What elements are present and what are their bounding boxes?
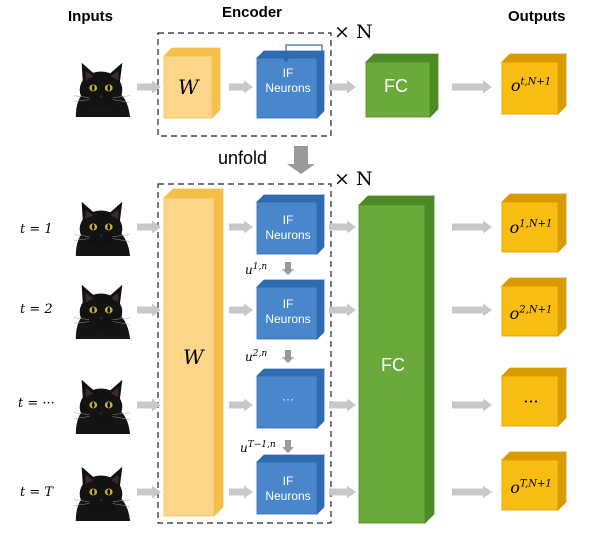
fc-label-unfolded: FC — [381, 355, 405, 375]
cat-input-image — [70, 372, 132, 434]
arrow-icon — [137, 303, 161, 317]
neurons-label: Neurons — [265, 81, 311, 95]
output-superscript: 2,N+1 — [519, 304, 553, 316]
membrane-superscript: 2,n — [252, 349, 268, 359]
arrow-icon — [137, 80, 161, 94]
fc-block-unfolded — [358, 195, 435, 524]
neurons-label: Neurons — [265, 489, 311, 503]
membrane-superscript: T−1,n — [247, 440, 276, 450]
arrow-icon — [229, 303, 253, 317]
if-neuron-block-top — [256, 50, 325, 119]
neurons-label: Neurons — [265, 228, 311, 242]
if-neurons-label: IF Neurons — [258, 297, 318, 327]
output-block — [501, 193, 567, 253]
neuron-ellipsis-label: ··· — [258, 392, 318, 407]
membrane-symbol: u — [245, 263, 253, 277]
weight-label-top: W — [178, 75, 199, 99]
fc-label-top: FC — [384, 76, 408, 96]
membrane-down-arrow-icon — [282, 440, 294, 453]
arrow-icon — [229, 220, 253, 234]
arrow-icon — [137, 485, 161, 499]
fc-block-top — [365, 53, 439, 118]
arrow-icon — [137, 220, 161, 234]
arrow-icon — [452, 303, 492, 317]
if-neurons-label: IF Neurons — [258, 213, 318, 243]
time-label: t = T — [20, 485, 54, 500]
if-label: IF — [282, 213, 294, 227]
repeat-label-bottom: × N — [334, 168, 373, 190]
if-neuron-block — [256, 454, 325, 515]
membrane-superscript: 1,n — [252, 262, 268, 272]
neurons-label: Neurons — [265, 312, 311, 326]
if-label: IF — [282, 66, 294, 80]
cat-input-image — [70, 459, 132, 521]
membrane-down-arrow-icon — [282, 262, 294, 275]
arrow-icon — [229, 398, 253, 412]
membrane-label: u2,n — [245, 349, 267, 364]
if-neurons-label: IF Neurons — [258, 474, 318, 504]
time-label: t = 2 — [20, 302, 53, 317]
output-superscript: T,N+1 — [519, 478, 552, 490]
encoder-header: Encoder — [222, 4, 283, 21]
membrane-symbol: u — [245, 350, 253, 364]
output-symbol: o — [510, 478, 520, 497]
recurrent-loop-line — [285, 44, 323, 62]
arrow-icon — [329, 398, 356, 412]
arrow-icon — [137, 398, 161, 412]
if-label: IF — [282, 474, 294, 488]
cat-input-image-top — [70, 55, 132, 117]
arrow-icon — [329, 220, 356, 234]
if-label: IF — [282, 297, 294, 311]
weight-block-unfolded — [163, 188, 224, 517]
output-ellipsis-label: ··· — [502, 392, 560, 411]
arrow-icon — [229, 80, 253, 94]
repeat-label-top: × N — [334, 21, 373, 43]
ellipsis-label: ··· — [282, 392, 294, 406]
output-superscript: 1,N+1 — [519, 218, 553, 230]
neuron-block-ellipsis — [256, 368, 325, 429]
output-block — [501, 451, 567, 511]
arrow-icon — [229, 485, 253, 499]
recurrent-loop-arrowhead — [283, 58, 289, 63]
output-block — [501, 277, 567, 337]
arrow-icon — [452, 398, 492, 412]
unfold-label: unfold — [218, 148, 268, 168]
output-label: oT,N+1 — [502, 478, 560, 497]
output-superscript: t,N+1 — [520, 76, 552, 88]
output-block-top — [501, 53, 567, 115]
weight-block-top — [163, 47, 221, 119]
membrane-label: u1,n — [245, 262, 267, 277]
cat-input-image — [70, 194, 132, 256]
encoder-dashed-frame-unfolded — [157, 183, 332, 524]
output-symbol: o — [509, 218, 520, 237]
membrane-symbol: u — [240, 441, 248, 455]
arrow-icon — [452, 485, 492, 499]
output-block-ellipsis — [501, 367, 567, 427]
output-symbol: ··· — [523, 392, 539, 411]
weight-label-bottom: W — [183, 345, 204, 369]
arrow-icon — [329, 485, 356, 499]
time-label: t = ··· — [18, 396, 55, 411]
arrow-icon — [452, 220, 492, 234]
if-neuron-block — [256, 194, 325, 255]
arrow-icon — [329, 303, 356, 317]
output-label-top: ot,N+1 — [502, 76, 560, 95]
outputs-header: Outputs — [508, 8, 566, 25]
unfold-arrow-icon — [287, 146, 315, 174]
output-symbol: o — [509, 304, 520, 323]
if-neuron-block — [256, 279, 325, 340]
membrane-label: uT−1,n — [240, 440, 276, 455]
arrow-icon — [452, 80, 492, 94]
cat-input-image — [70, 277, 132, 339]
if-neurons-label-top: IF Neurons — [258, 66, 318, 96]
output-label: o2,N+1 — [502, 304, 560, 323]
membrane-down-arrow-icon — [282, 350, 294, 363]
output-label: o1,N+1 — [502, 218, 560, 237]
output-symbol: o — [510, 76, 521, 95]
inputs-header: Inputs — [68, 8, 113, 25]
time-label: t = 1 — [20, 222, 53, 237]
arrow-icon — [329, 80, 356, 94]
